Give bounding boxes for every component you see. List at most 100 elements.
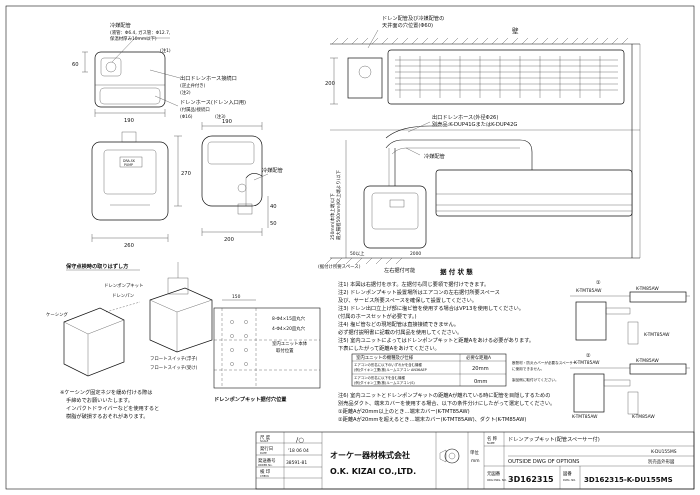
note-line-2: 及び、サービス所要スペースを確保して設置してください。 bbox=[338, 296, 477, 304]
view2-duct-b: K-TM85AW bbox=[632, 414, 655, 420]
inspect-sub: CHECK bbox=[260, 474, 269, 478]
drawing-no-label: 元図番 bbox=[487, 470, 501, 477]
outlet-hose-1: 出口ドレンホース(外径Φ26) bbox=[432, 113, 498, 121]
dim-50: 50 bbox=[270, 221, 277, 227]
callout-inlet-3: (Φ16) bbox=[180, 114, 193, 120]
front-top-port bbox=[121, 131, 137, 143]
note6-line-1: 別売品ダクト、端末カバーを使用する場合、以下の条件分けにしたがって選定してくださ… bbox=[338, 399, 555, 407]
view1-kit bbox=[575, 301, 607, 341]
label-plate bbox=[119, 156, 143, 168]
option-views-group: ① K-TMT85AW K-TM85AW K-TMT85AW ② K-TMT85… bbox=[570, 280, 690, 420]
indoor-unit-top bbox=[387, 49, 625, 105]
kit-exploded bbox=[149, 287, 213, 353]
note1-top: (注1) bbox=[160, 47, 171, 54]
dwg-no-sub: DWG. NO. bbox=[563, 478, 576, 482]
scale-value-mark: ∕○ bbox=[296, 436, 304, 444]
note-line-1: 注2) ドレンポンプキット設置場所はエアコンの左右据付所要スペース bbox=[338, 288, 500, 296]
label-float-1: フロートスイッチ(浮子) bbox=[150, 355, 198, 362]
name-sub: NAME bbox=[487, 441, 495, 445]
callout-pipe-spec-2: 保温材厚み10mm以下) bbox=[110, 35, 157, 42]
sheet-no: 38591-81 bbox=[286, 460, 307, 466]
scale-label: 尺 度 bbox=[260, 434, 271, 441]
issue-date: '18 06 04 bbox=[288, 448, 309, 454]
view2-kit bbox=[573, 373, 605, 413]
product-name: ドレンアップキット(配管スペーサー付) bbox=[508, 435, 600, 443]
refrigerant-pipe bbox=[385, 139, 533, 170]
top-callout-2: 天井面の穴位置(Φ60) bbox=[382, 21, 433, 29]
dwg-no: 3D162315-K-DU155MS bbox=[584, 476, 673, 484]
note-line-7: 注5) 室内ユニットによってはドレンポンプキットと距離Aをあける必要があります。 bbox=[338, 336, 534, 344]
view1-duct: K-TM85AW bbox=[636, 286, 659, 292]
top-callout-1: ドレン配管及び冷媒配管の bbox=[382, 14, 444, 22]
note-line-3: 注3) ドレン出口立上げ部に塩ビ管を使用する場合はVP13を使用してください。 bbox=[338, 304, 524, 312]
install-dim-200: 200 bbox=[325, 81, 335, 87]
issue-date-sub: DATE bbox=[260, 451, 267, 455]
floor-hatch bbox=[325, 257, 403, 265]
vertical-note-2: 250mm(本体上端)以下 bbox=[329, 193, 336, 240]
label-drain-pump-kit: ドレンポンプキット bbox=[104, 282, 143, 289]
dim-270: 270 bbox=[181, 171, 191, 177]
sheet-no-sub: ORDER No. bbox=[258, 463, 273, 467]
drawing-type: OUTSIDE DWG OF OPTIONS bbox=[508, 459, 579, 465]
table-row1-unit1: エアコンの形名に以下を含む機種 bbox=[354, 375, 405, 380]
scale-sub: SCALE bbox=[260, 439, 269, 443]
top-view-pipe-hole bbox=[105, 61, 117, 73]
side-outlet bbox=[237, 203, 253, 215]
outlet-hose-2: 別売品:K-DUP41GまたはK-DUP42G bbox=[432, 120, 517, 128]
note-casing-2: 手締めでお願いいたします。 bbox=[66, 396, 133, 404]
cover-removal-group: 保守点検時の取りはずし方 ドレンポンプキット ドレンパン ケーシング フロートス… bbox=[46, 262, 213, 420]
install-view-group: 壁 ドレン配管及び冷媒配管の 天井面の穴位置(Φ60) 200 出口ドレンホース… bbox=[318, 14, 641, 276]
dim-260: 260 bbox=[124, 243, 134, 249]
note-casing-4: 樹脂が破損するおそれがあります。 bbox=[66, 412, 148, 420]
label-plate-1: DRA-SK bbox=[123, 159, 136, 163]
vertical-note-1: 最大揚程500mm(Kit上端より)以下 bbox=[335, 169, 342, 240]
callout-refrigerant: 冷媒配管 bbox=[110, 21, 131, 29]
casing-exploded bbox=[63, 307, 125, 377]
mounting-plan-group: 150 8-Φ4×15皿丸穴 4-Φ4×20皿丸穴 室内ユニット本体 取付位置 … bbox=[213, 294, 321, 403]
view1-number: ① bbox=[596, 280, 601, 286]
callout-inlet-1: ドレンホース(ドレン入口用) bbox=[180, 99, 246, 106]
note6-line-0: 注6) 室内ユニットとドレンポンプキットの距離Aが離れている時に配管を目隠しする… bbox=[338, 391, 550, 399]
unit-label: 単位 bbox=[470, 449, 479, 456]
table-side-note-1: 断熱材・防炎カバーが必要なスペーサー bbox=[512, 360, 577, 365]
kit-front-install bbox=[363, 185, 427, 249]
view2-cover-b: K-TMT85AW bbox=[572, 414, 598, 420]
hole-label-3: 室内ユニット本体 bbox=[272, 340, 308, 347]
note-casing-1: ※ケーシング固定ネジを緩め付ける際は bbox=[60, 388, 152, 396]
table-row0-unit2: (例)ダイキン工業(株)ルームエアコン AN36AEP bbox=[354, 367, 427, 372]
view2-number: ② bbox=[586, 353, 591, 359]
title-block: 尺 度 SCALE ∕○ 発行日 DATE '18 06 04 発送番号 ORD… bbox=[255, 431, 695, 490]
dim-40: 40 bbox=[270, 204, 277, 210]
dim-190-top: 190 bbox=[124, 118, 134, 124]
kit-top-view bbox=[94, 51, 166, 108]
dim-200: 200 bbox=[224, 237, 234, 243]
refrigerant-pipe-label: 冷媒配管 bbox=[424, 152, 445, 160]
sheet-no-label: 発送番号 bbox=[258, 457, 276, 464]
ceiling-hatch bbox=[331, 37, 629, 45]
side-refrigerant: 冷媒配管 bbox=[262, 166, 283, 174]
drawing-type-jp: 別売品外形図 bbox=[648, 458, 675, 465]
dwg-no-label: 図番 bbox=[563, 470, 572, 477]
distance-table bbox=[351, 353, 507, 387]
view1-cover-b: K-TMT85AW bbox=[644, 332, 670, 338]
kit-front-view bbox=[91, 141, 169, 221]
install-state: 据 付 状 態 bbox=[440, 267, 473, 276]
note-line-5: 注4) 塩ビ管などの現地配管は直接接続できません。 bbox=[338, 320, 459, 328]
company-en: O.K. KIZAI CO.,LTD. bbox=[330, 467, 416, 476]
callout-outlet-2: (逆止弁付き) bbox=[180, 82, 206, 89]
note3-top: (注3) bbox=[215, 113, 226, 120]
left-space: 左右据付可能 bbox=[384, 266, 415, 274]
table-side-note-3: 製品側に取付けてください。 bbox=[512, 377, 559, 382]
model-no: K-DU155MS bbox=[651, 449, 677, 455]
mounting-plan-title: ドレンポンプキット据付穴位置 bbox=[214, 395, 286, 403]
indoor-unit-front bbox=[435, 169, 633, 217]
hole-label-4: 取付位置 bbox=[276, 347, 294, 354]
side-space: (据付け所要スペース) bbox=[318, 263, 361, 270]
view1-cover: K-TMT85AW bbox=[576, 288, 602, 294]
label-casing: ケーシング bbox=[46, 311, 68, 318]
inspect-label: 検 印 bbox=[260, 468, 271, 475]
cover-removal-title: 保守点検時の取りはずし方 bbox=[65, 262, 128, 270]
table-row0-distance: 20mm bbox=[472, 366, 489, 372]
table-header-distance: 必要な距離A bbox=[466, 354, 491, 361]
outlet-hose bbox=[385, 125, 440, 139]
